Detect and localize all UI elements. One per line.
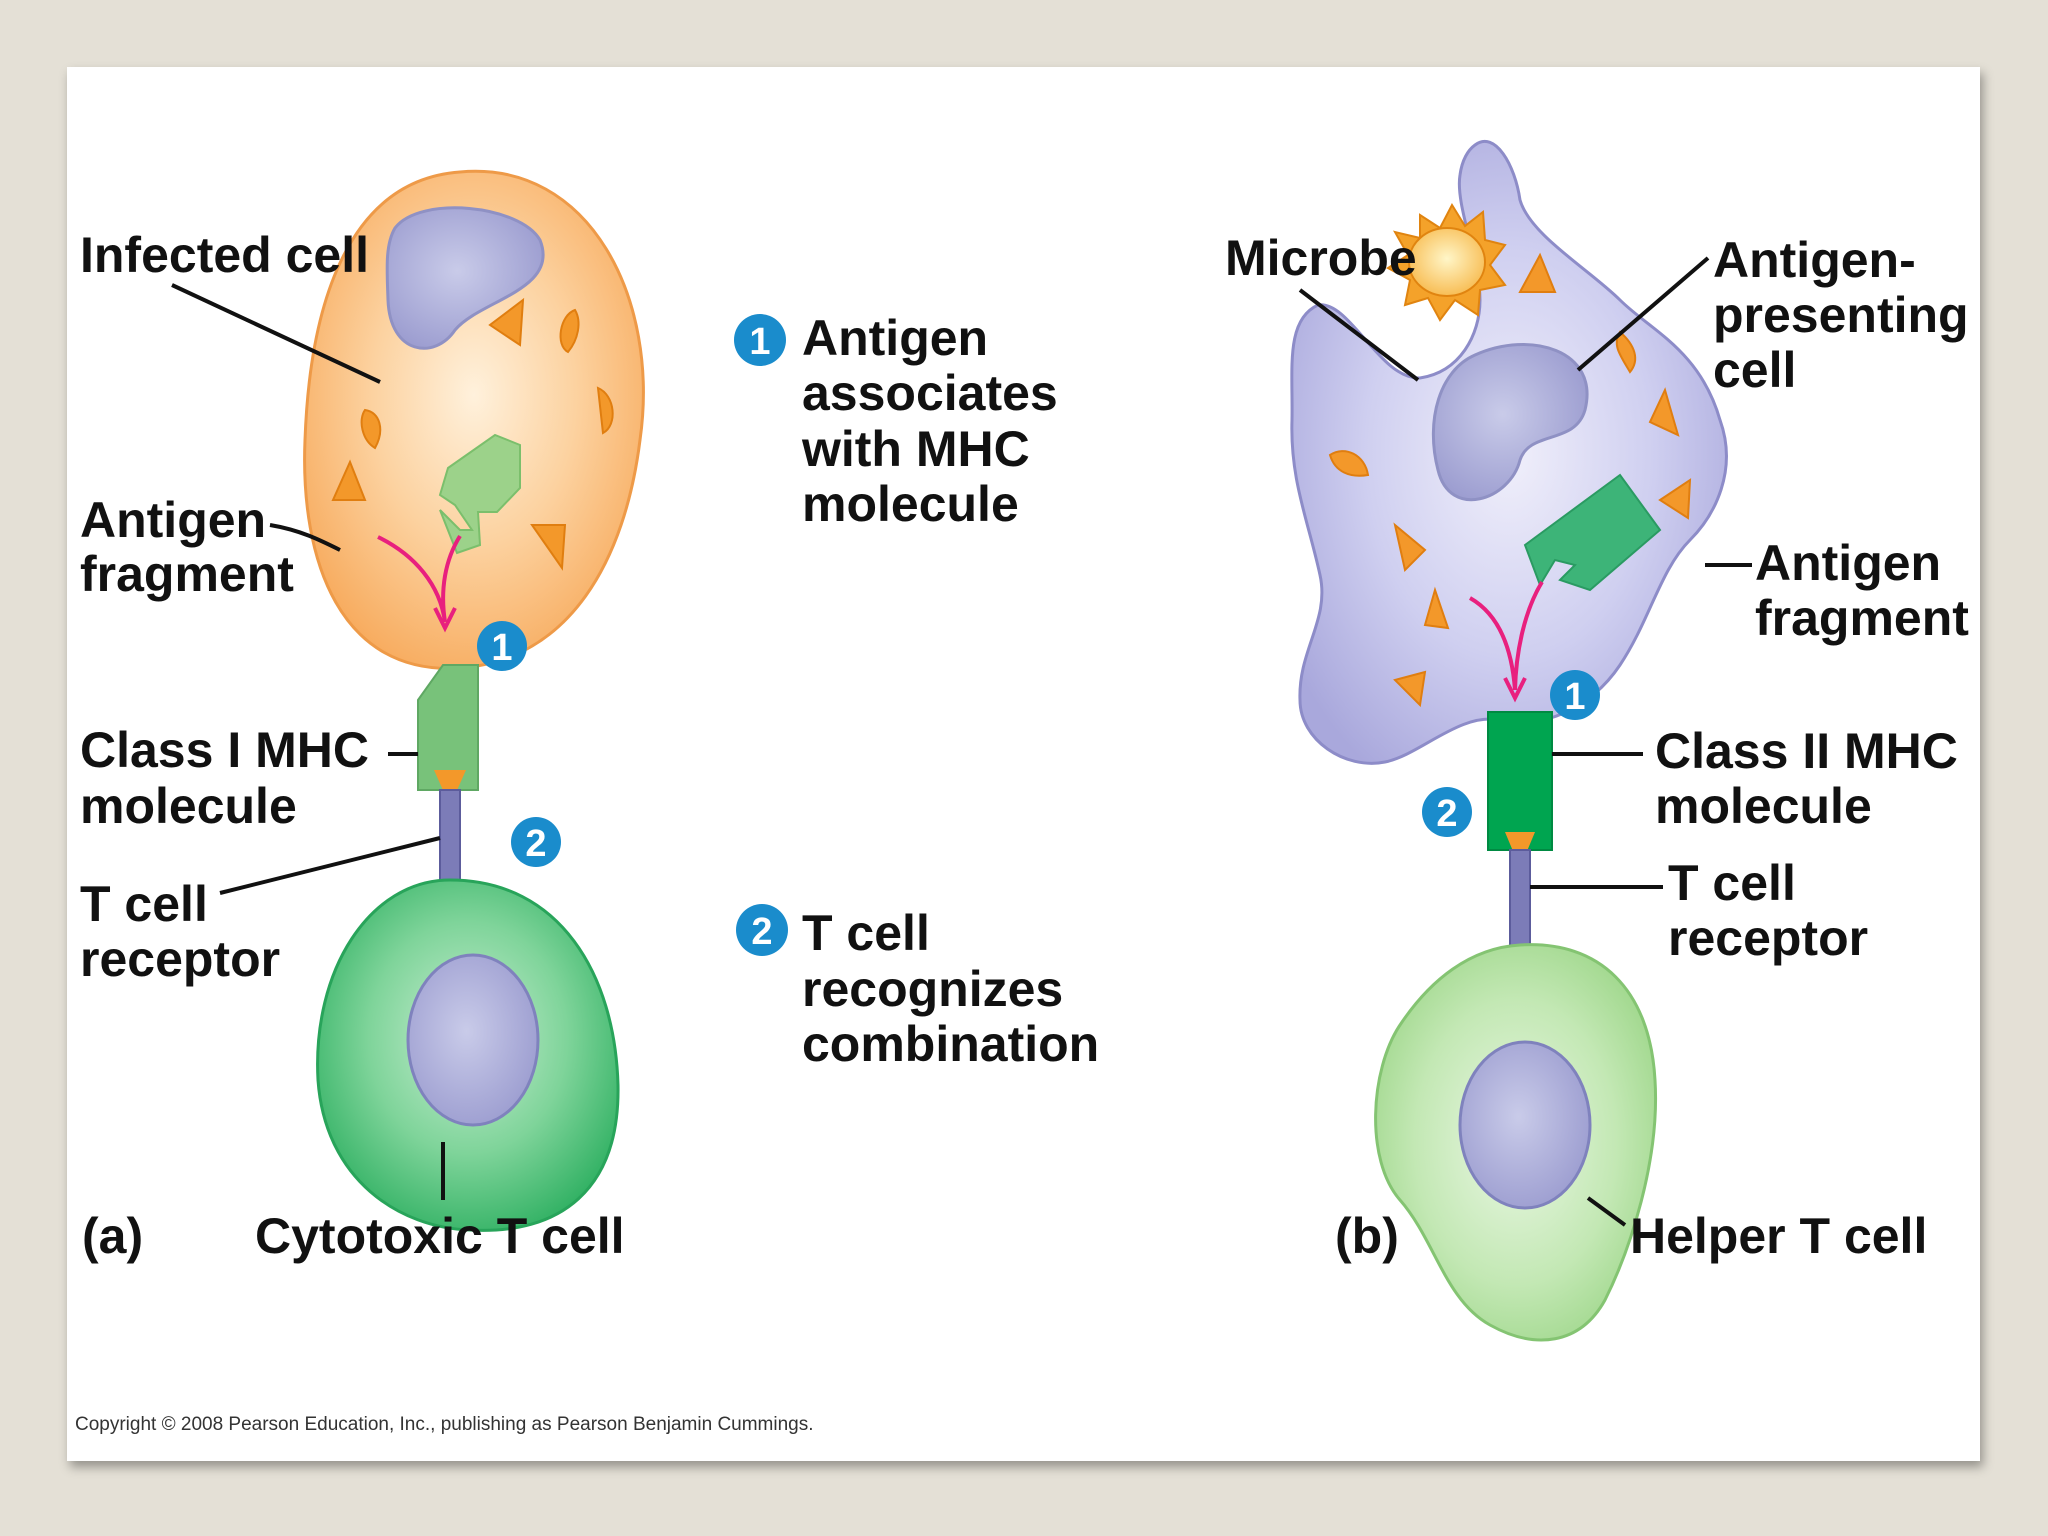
- step-2-description: 2 T cell recognizes combination: [736, 904, 1099, 1072]
- antigen-fragment-label-a-2: fragment: [80, 546, 294, 602]
- svg-text:1: 1: [749, 321, 770, 363]
- antigen-arrow-b: [1468, 580, 1544, 691]
- t-cell-receptor-a: [439, 789, 461, 883]
- panel-b-label: (b): [1335, 1208, 1399, 1264]
- helper-t-nucleus: [1458, 1040, 1592, 1210]
- infected-cell-label: Infected cell: [80, 227, 369, 283]
- class-ii-mhc-label-2: molecule: [1655, 778, 1872, 834]
- class-ii-mhc: [1487, 711, 1553, 851]
- engulfed-mhc-b: [1523, 473, 1662, 592]
- antigen-fragment-label-b-1: Antigen: [1755, 535, 1941, 591]
- infected-cell-nucleus: [385, 206, 545, 350]
- svg-text:1: 1: [491, 627, 512, 669]
- class-ii-mhc-label-1: Class II MHC: [1655, 723, 1958, 779]
- arrow-head-b: [1503, 677, 1527, 703]
- antigen-fragment-leader-a: [269, 523, 341, 552]
- mhc-antigen-a: [434, 770, 466, 806]
- t-cell-receptor-label-b-1: T cell: [1668, 855, 1796, 911]
- step-1-description: 1 Antigen associates with MHC molecule: [734, 310, 1058, 532]
- cytotoxic-t-cell-label: Cytotoxic T cell: [255, 1208, 625, 1264]
- svg-text:T cell: T cell: [802, 905, 930, 961]
- antigen-fragments-b: [1328, 252, 1692, 708]
- step-1-badge-a: 1: [477, 621, 527, 671]
- svg-text:molecule: molecule: [802, 476, 1019, 532]
- step-2-badge-b: 2: [1422, 787, 1472, 837]
- svg-text:associates: associates: [802, 365, 1058, 421]
- antigen-fragment-label-b-2: fragment: [1755, 590, 1969, 646]
- svg-text:with MHC: with MHC: [801, 421, 1030, 477]
- copyright-notice: Copyright © 2008 Pearson Education, Inc.…: [75, 1414, 814, 1435]
- antigen-fragments-a: [331, 297, 614, 571]
- step-2-badge: [736, 904, 788, 956]
- t-cell-receptor-leader-a: [219, 836, 441, 895]
- microbe-leader: [1298, 288, 1420, 382]
- helper-t-cell-label: Helper T cell: [1630, 1208, 1927, 1264]
- svg-text:2: 2: [525, 823, 546, 865]
- t-cell-receptor-label-a-1: T cell: [80, 876, 208, 932]
- panel-a-label: (a): [82, 1208, 143, 1264]
- step-1-badge-b: 1: [1550, 670, 1600, 720]
- microbe-label: Microbe: [1225, 230, 1417, 286]
- t-cell-receptor-b: [1509, 849, 1531, 951]
- step-1-badge: [734, 314, 786, 366]
- svg-text:combination: combination: [802, 1016, 1099, 1072]
- t-cell-receptor-label-b-2: receptor: [1668, 910, 1868, 966]
- apc-leader: [1576, 256, 1710, 372]
- arrow-head-a: [433, 607, 457, 633]
- class-i-mhc-label-2: molecule: [80, 778, 297, 834]
- svg-text:recognizes: recognizes: [802, 961, 1063, 1017]
- antigen-arrow-a: [377, 534, 462, 623]
- cytotoxic-t-nucleus: [406, 953, 540, 1127]
- microbe: [1386, 202, 1507, 322]
- helper-t-leader: [1586, 1196, 1627, 1227]
- svg-text:2: 2: [1436, 793, 1457, 835]
- apc-nucleus: [1431, 342, 1589, 501]
- antigen-fragment-label-a-1: Antigen: [80, 492, 266, 548]
- infected-cell-leader: [171, 283, 381, 384]
- svg-text:1: 1: [1564, 676, 1585, 718]
- svg-text:2: 2: [751, 911, 772, 953]
- step-2-badge-a: 2: [511, 817, 561, 867]
- svg-text:Antigen: Antigen: [802, 310, 988, 366]
- t-cell-receptor-label-a-2: receptor: [80, 931, 280, 987]
- apc-label-2: presenting: [1713, 287, 1969, 343]
- apc-label-1: Antigen-: [1713, 232, 1916, 288]
- apc-label-3: cell: [1713, 342, 1796, 398]
- engulfed-mhc-a: [438, 433, 521, 555]
- class-i-mhc-label-1: Class I MHC: [80, 722, 369, 778]
